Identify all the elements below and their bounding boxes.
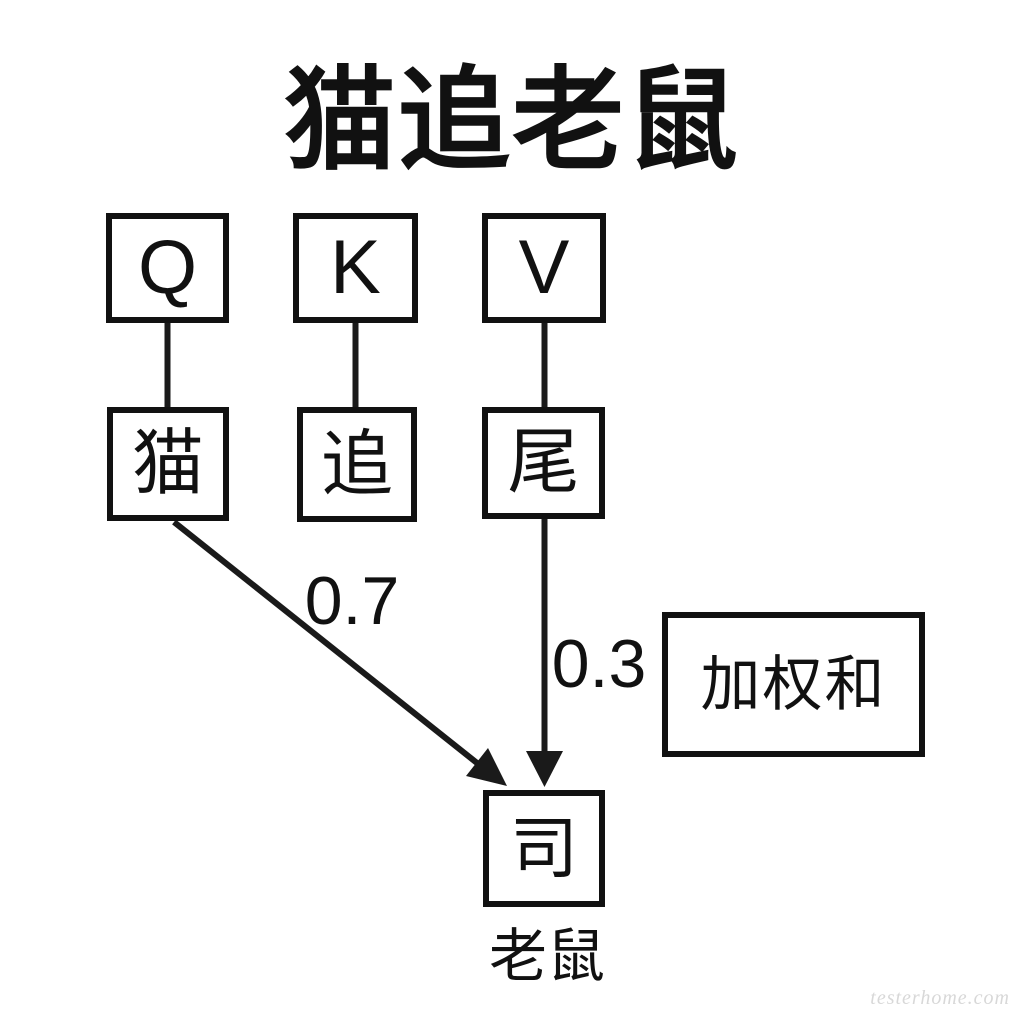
arrow-cat-to-output-head (466, 748, 507, 786)
watermark: testerhome.com (870, 987, 1010, 1009)
arrow-tail-to-output-head (526, 751, 563, 787)
node-v-box: V (482, 213, 606, 323)
arrow-cat-to-output-line (172, 519, 479, 766)
node-output-box: 司 (483, 790, 605, 907)
node-q-box: Q (106, 213, 229, 323)
node-tail-box: 尾 (482, 407, 605, 519)
weighted-sum-box: 加权和 (662, 612, 925, 757)
weight-label-v-output: 0.3 (551, 626, 647, 702)
node-cat-box: 猫 (107, 407, 229, 521)
output-caption: 老鼠 (488, 924, 606, 989)
node-k-box: K (293, 213, 418, 323)
weight-label-q-output: 0.7 (304, 563, 400, 639)
node-chase-box: 追 (297, 407, 417, 522)
diagram-title: 猫追老鼠 (284, 58, 740, 183)
